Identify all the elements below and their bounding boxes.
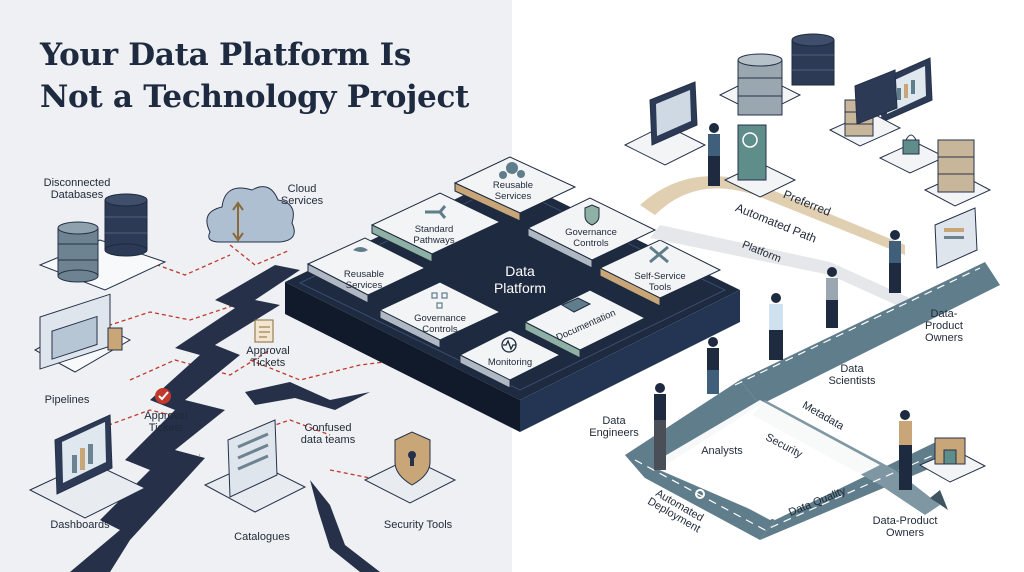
dashboard-laptop-icon bbox=[28, 414, 147, 519]
preferred-path-road bbox=[640, 176, 925, 318]
ground-crack-branch bbox=[245, 382, 370, 410]
approval-tickets-top-label: Approval Tickets bbox=[246, 345, 290, 369]
person-icon bbox=[889, 230, 901, 293]
catalogue-icon bbox=[203, 419, 307, 513]
flowchart-icon bbox=[431, 292, 448, 309]
person-icon bbox=[707, 337, 719, 394]
cloud-services-label: Cloud Services bbox=[280, 183, 324, 207]
server-rack-icon bbox=[828, 69, 902, 147]
pathway-icon bbox=[425, 205, 447, 219]
pipeline-machine-icon bbox=[33, 293, 132, 373]
bird-icon bbox=[353, 247, 368, 252]
kiosk-icon bbox=[723, 124, 797, 198]
security-tools-label: Security Tools bbox=[383, 519, 453, 531]
monitor-icon bbox=[934, 207, 978, 269]
tile-reusable-services-left: Reusable Services bbox=[343, 269, 385, 291]
disconnected-databases-label: Disconnected Databases bbox=[43, 177, 111, 201]
package-icon bbox=[918, 437, 987, 483]
analysts-label: Analysts bbox=[701, 445, 743, 457]
approval-tickets-mid-label: Approval Tickets bbox=[144, 410, 188, 434]
tile-governance-controls-right: Governance Controls bbox=[565, 227, 617, 249]
road-gear-icon bbox=[695, 489, 705, 499]
gear-icon bbox=[499, 162, 525, 179]
person-icon bbox=[769, 293, 783, 360]
person-icon bbox=[899, 410, 912, 490]
data-platform-label: Data Platform bbox=[493, 263, 547, 296]
confused-data-teams-label: Confused data teams bbox=[300, 422, 356, 446]
checkmark-icon bbox=[155, 388, 171, 404]
catalogues-label: Catalogues bbox=[234, 531, 290, 543]
shield-icon bbox=[584, 204, 600, 226]
platform-tiles bbox=[306, 156, 722, 389]
monitor-icon bbox=[623, 81, 707, 166]
person-icon bbox=[654, 383, 666, 470]
data-engineers-label: Data Engineers bbox=[589, 415, 639, 439]
data-scientists-label: Data Scientists bbox=[828, 363, 876, 387]
title-line-2: Not a Technology Project bbox=[40, 79, 470, 115]
wrench-icon bbox=[649, 245, 669, 264]
monitor-icon bbox=[501, 337, 517, 353]
pipelines-label: Pipelines bbox=[44, 394, 90, 406]
tile-self-service-tools: Self-Service Tools bbox=[634, 271, 686, 293]
title-line-1: Your Data Platform Is bbox=[40, 37, 412, 73]
document-icon bbox=[254, 319, 274, 343]
shield-icon bbox=[363, 431, 457, 504]
server-icon bbox=[718, 33, 835, 116]
tile-governance-controls-mid: Governance Controls bbox=[414, 313, 466, 335]
data-product-owners-top-label: Data- Product Owners bbox=[925, 308, 963, 344]
lock-icon bbox=[878, 134, 947, 174]
cloud-icon bbox=[206, 186, 295, 243]
page-title: Your Data Platform Is Not a Technology P… bbox=[40, 34, 500, 118]
road-check-icon bbox=[789, 487, 801, 499]
tile-reusable-services-top: Reusable Services bbox=[492, 180, 534, 202]
person-icon bbox=[708, 123, 720, 186]
document-icon bbox=[560, 297, 592, 313]
database-icon bbox=[38, 193, 167, 291]
person-icon bbox=[826, 267, 838, 328]
tile-standard-pathways: Standard Pathways bbox=[413, 224, 455, 246]
server-icon bbox=[923, 139, 992, 207]
ground-crack-branch-2 bbox=[310, 480, 380, 572]
data-product-owners-bottom-label: Data-Product Owners bbox=[872, 515, 938, 539]
dashboards-label: Dashboards bbox=[50, 519, 110, 531]
tile-monitoring: Monitoring bbox=[487, 357, 533, 368]
